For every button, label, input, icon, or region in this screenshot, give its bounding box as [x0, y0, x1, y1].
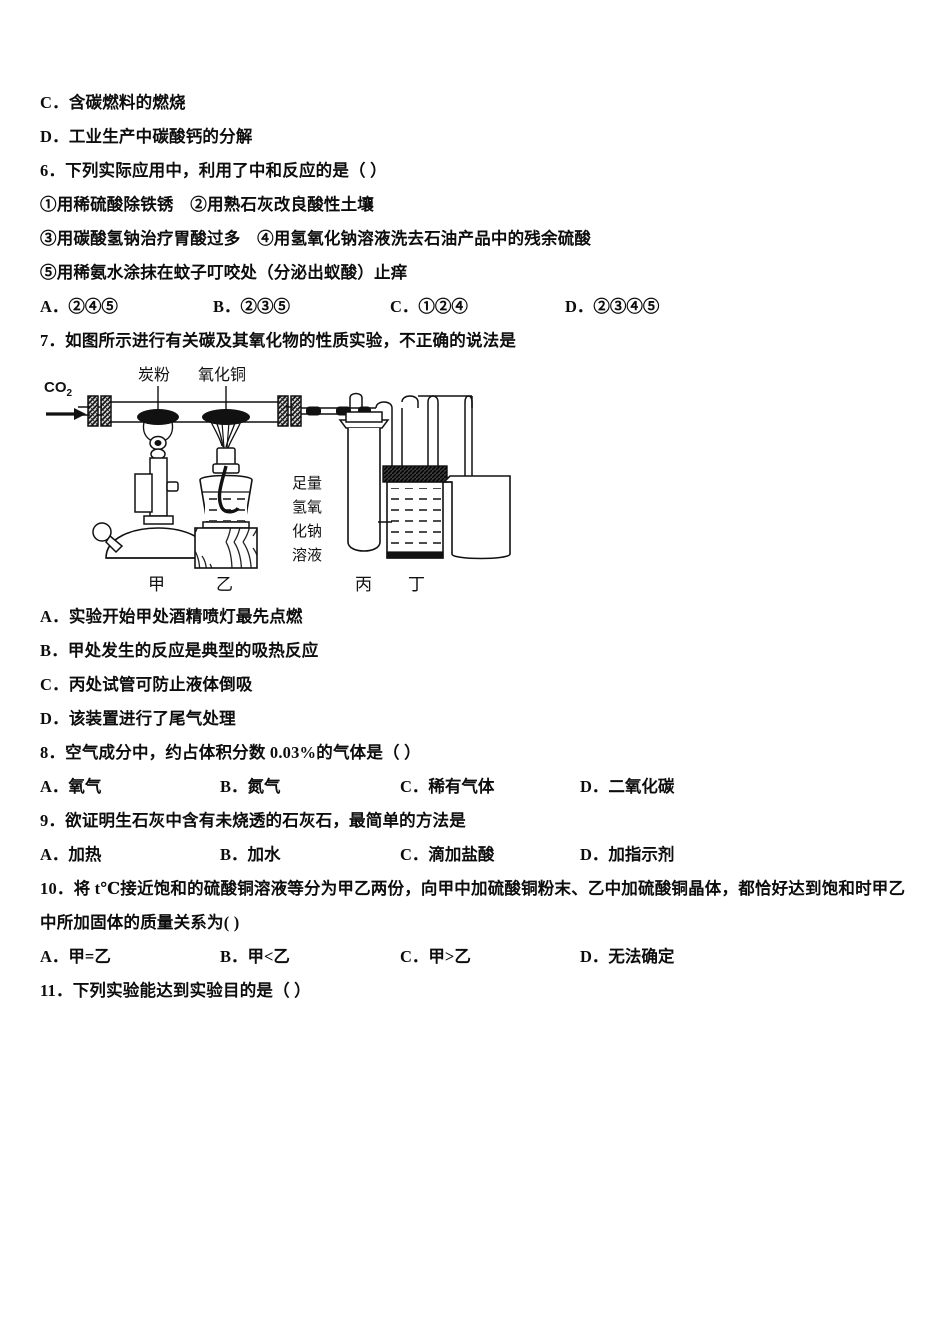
co2-inlet-arrow [46, 408, 86, 420]
question-9-stem: 9．欲证明生石灰中含有未烧透的石灰石，最简单的方法是 [40, 804, 910, 838]
question-10-option-c[interactable]: C．甲>乙 [400, 947, 471, 966]
question-7-option-b[interactable]: B．甲处发生的反应是典型的吸热反应 [40, 641, 319, 660]
question-9-option-a[interactable]: A．加热 [40, 845, 102, 864]
question-9-number: 9． [40, 811, 66, 830]
question-9-options: A．加热 B．加水 C．滴加盐酸 D．加指示剂 [40, 838, 910, 872]
apparatus-label-jia: 甲 [148, 575, 165, 594]
question-9-text: 欲证明生石灰中含有未烧透的石灰石，最简单的方法是 [65, 811, 466, 830]
q5-option-c-text: 含碳燃料的燃烧 [68, 93, 186, 112]
question-10-number: 10． [40, 879, 74, 898]
question-8-number: 8． [40, 743, 66, 762]
question-10-option-d[interactable]: D．无法确定 [580, 947, 675, 966]
question-7-option-a[interactable]: A．实验开始甲处酒精喷灯最先点燃 [40, 607, 303, 626]
apparatus-label-bing: 丙 [355, 575, 372, 594]
question-7-text: 如图所示进行有关碳及其氧化物的性质实验，不正确的说法是 [65, 331, 517, 350]
question-7-stem: 7．如图所示进行有关碳及其氧化物的性质实验，不正确的说法是 [40, 324, 910, 358]
washing-bottle-label: 足量 氢氧 化钠 溶液 [292, 475, 322, 564]
q5-option-d-text: 工业生产中碳酸钙的分解 [68, 127, 253, 146]
alcohol-lamp-yi [194, 447, 258, 569]
left-tube-clamp [78, 395, 112, 427]
q5-option-c-row: C．含碳燃料的燃烧 [40, 86, 910, 120]
question-6-options: A．②④⑤ B．②③⑤ C．①②④ D．②③④⑤ [40, 290, 910, 324]
test-tube-bing [338, 392, 390, 552]
question-6-option-b[interactable]: B．②③⑤ [213, 297, 291, 316]
question-6-option-a[interactable]: A．②④⑤ [40, 297, 118, 316]
alcohol-blast-burner-jia [92, 448, 211, 559]
question-8-option-d[interactable]: D．二氧化碳 [580, 777, 675, 796]
question-10-option-a[interactable]: A．甲=乙 [40, 947, 111, 966]
question-7-option-d[interactable]: D．该装置进行了尾气处理 [40, 709, 236, 728]
question-11-stem: 11．下列实验能达到实验目的是（ ） [40, 974, 910, 1008]
question-6-statement-2: ③用碳酸氢钠治疗胃酸过多 ④用氢氧化钠溶液洗去石油产品中的残余硫酸 [40, 229, 592, 248]
apparatus-label-ding: 丁 [408, 575, 425, 594]
experiment-apparatus-figure: CO2 炭粉 氧化铜 足量 氢氧 化钠 溶液 甲 乙 丙 丁 [40, 362, 910, 600]
right-tube-clamp [277, 395, 302, 427]
question-8-options: A．氧气 B．氮气 C．稀有气体 D．二氧化碳 [40, 770, 910, 804]
question-9-option-d[interactable]: D．加指示剂 [580, 845, 675, 864]
question-10-options: A．甲=乙 B．甲<乙 C．甲>乙 D．无法确定 [40, 940, 910, 974]
page-content: C．含碳燃料的燃烧 D．工业生产中碳酸钙的分解 6．下列实际应用中，利用了中和反… [40, 86, 910, 1008]
q5-option-d-row: D．工业生产中碳酸钙的分解 [40, 120, 910, 154]
question-8-option-c[interactable]: C．稀有气体 [400, 777, 495, 796]
question-6-number: 6． [40, 161, 66, 180]
question-6-option-d[interactable]: D．②③④⑤ [565, 297, 660, 316]
question-10-stem-line-2: 中所加固体的质量关系为( ) [40, 913, 240, 932]
apparatus-label-yi: 乙 [216, 575, 233, 594]
hard-glass-tube [110, 401, 278, 423]
question-6-statement-1: ①用稀硫酸除铁锈 ②用熟石灰改良酸性土壤 [40, 195, 374, 214]
question-7-number: 7． [40, 331, 66, 350]
question-11-text: 下列实验能达到实验目的是（ ） [72, 981, 311, 1000]
svg-text:氢氧: 氢氧 [292, 499, 322, 516]
copper-oxide-pile [202, 409, 250, 449]
beaker [442, 395, 511, 560]
question-8-option-a[interactable]: A．氧气 [40, 777, 102, 796]
question-8-stem: 8．空气成分中，约占体积分数 0.03%的气体是（ ） [40, 736, 910, 770]
question-10-option-b[interactable]: B．甲<乙 [220, 947, 290, 966]
question-8-text: 空气成分中，约占体积分数 0.03%的气体是（ ） [65, 743, 421, 762]
svg-text:溶液: 溶液 [292, 547, 322, 564]
carbon-powder-label: 炭粉 [138, 366, 170, 384]
co2-inlet-label: CO2 [44, 379, 73, 399]
q5-option-c-label: C． [40, 93, 69, 112]
question-6-option-c[interactable]: C．①②④ [390, 297, 468, 316]
gas-washing-bottle-ding [375, 395, 472, 559]
apparatus-diagram: CO2 炭粉 氧化铜 足量 氢氧 化钠 溶液 甲 乙 丙 丁 [44, 366, 511, 594]
svg-text:化钠: 化钠 [292, 523, 322, 540]
copper-oxide-label: 氧化铜 [198, 366, 246, 384]
question-6-text: 下列实际应用中，利用了中和反应的是（ ） [65, 161, 387, 180]
q5-option-d-label: D． [40, 127, 69, 146]
question-9-option-b[interactable]: B．加水 [220, 845, 281, 864]
question-6-statement-3: ⑤用稀氨水涂抹在蚊子叮咬处（分泌出蚁酸）止痒 [40, 263, 408, 282]
question-10-stem-line-1: 10．将 t℃接近饱和的硫酸铜溶液等分为甲乙两份，向甲中加硫酸铜粉末、乙中加硫酸… [40, 872, 910, 906]
question-8-option-b[interactable]: B．氮气 [220, 777, 281, 796]
question-10-text-1: 将 t℃接近饱和的硫酸铜溶液等分为甲乙两份，向甲中加硫酸铜粉末、乙中加硫酸铜晶体… [73, 879, 906, 898]
svg-text:足量: 足量 [292, 475, 322, 492]
question-7-option-c[interactable]: C．丙处试管可防止液体倒吸 [40, 675, 253, 694]
question-9-option-c[interactable]: C．滴加盐酸 [400, 845, 495, 864]
question-6-stem: 6．下列实际应用中，利用了中和反应的是（ ） [40, 154, 910, 188]
carbon-powder-pile [137, 409, 179, 451]
question-11-number: 11． [40, 981, 73, 1000]
